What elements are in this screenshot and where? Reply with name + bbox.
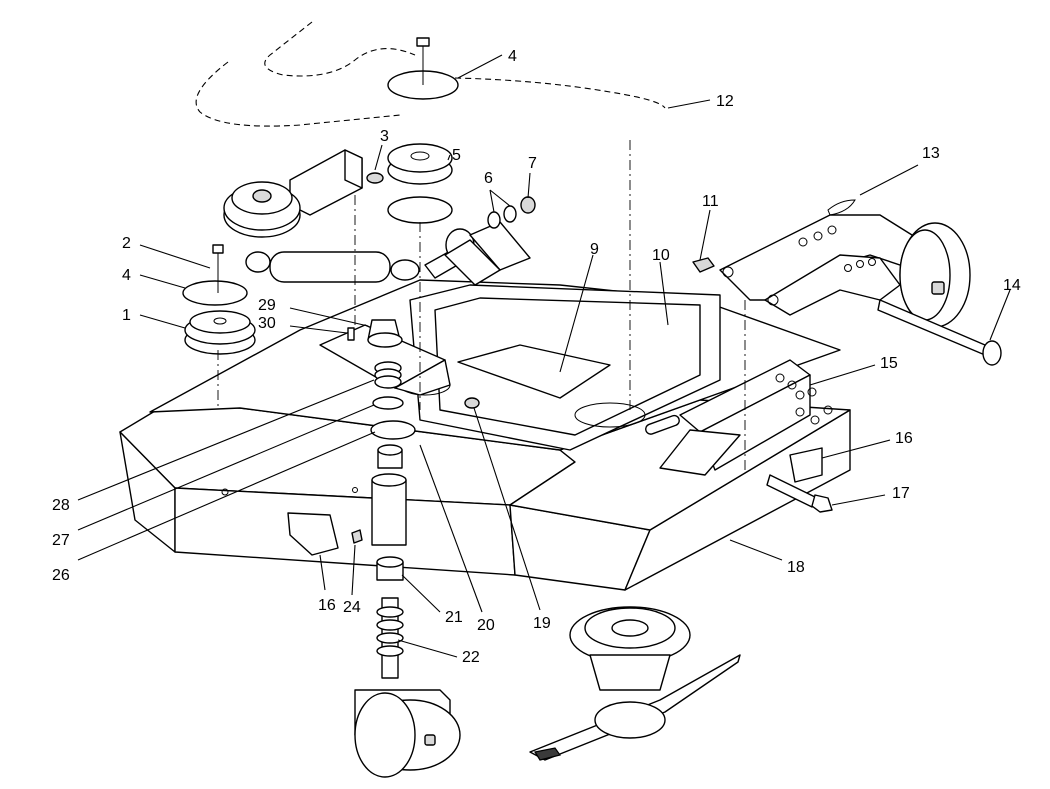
axle-pin-14	[877, 299, 1002, 366]
washer-27	[372, 396, 404, 410]
callout-27: 27	[52, 532, 70, 549]
pulley-1	[184, 310, 256, 355]
nut-19	[464, 397, 480, 409]
bolt-17	[766, 474, 833, 513]
callout-29: 29	[258, 297, 276, 314]
pulley-5	[387, 143, 453, 185]
callout-6: 6	[484, 170, 493, 187]
callout-15: 15	[880, 355, 898, 372]
nut-11	[692, 257, 715, 273]
callout-16-left: 16	[318, 597, 336, 614]
assembly-centerlines	[217, 140, 746, 470]
front-roller-wheel	[899, 222, 971, 328]
bolt-2	[212, 244, 224, 293]
callout-18: 18	[787, 559, 805, 576]
caster-wheel	[354, 692, 461, 778]
cutting-blade	[529, 654, 741, 761]
callout-1: 1	[122, 307, 131, 324]
bushing-21	[376, 556, 404, 581]
washer-4-upper	[387, 37, 459, 100]
hairpin-clip-13	[827, 199, 856, 216]
callout-4-top: 4	[508, 48, 517, 65]
washer-4-lower	[387, 196, 453, 224]
nut-7	[520, 196, 536, 214]
washers-6	[487, 205, 517, 229]
callout-21: 21	[445, 609, 463, 626]
callout-20: 20	[477, 617, 495, 634]
callout-7: 7	[528, 155, 537, 172]
front-pivot-arm	[719, 214, 921, 316]
callout-9: 9	[590, 241, 599, 258]
callout-5: 5	[452, 147, 461, 164]
nut-3	[366, 172, 384, 184]
callout-4-left: 4	[122, 267, 131, 284]
bushing-20	[377, 444, 403, 469]
callout-2: 2	[122, 235, 131, 252]
bolt-30	[347, 327, 355, 341]
caster-spindle-22	[376, 597, 404, 679]
blade-spindle-housing	[569, 606, 691, 691]
leader-lines	[77, 54, 1011, 658]
callout-14: 14	[1003, 277, 1021, 294]
grease-fitting-24	[351, 529, 363, 544]
callout-24: 24	[343, 599, 361, 616]
callout-12: 12	[716, 93, 734, 110]
callout-30: 30	[258, 315, 276, 332]
snap-ring-26	[370, 420, 416, 440]
spring-28	[374, 361, 402, 389]
callout-11: 11	[702, 193, 719, 210]
callout-labels: 1 2 3 4 4 5 6 7 9 10 11 12 13 14 15 16 1…	[52, 48, 1021, 666]
callout-16-right: 16	[895, 430, 913, 447]
callout-10: 10	[652, 247, 670, 264]
caster-sleeve	[371, 473, 407, 546]
callout-3: 3	[380, 128, 389, 145]
callout-28: 28	[52, 497, 70, 514]
callout-17: 17	[892, 485, 910, 502]
drive-belt-path	[195, 21, 666, 127]
callout-13: 13	[922, 145, 940, 162]
idler-arm-assembly	[223, 149, 363, 238]
callout-19: 19	[533, 615, 551, 632]
callout-26: 26	[52, 567, 70, 584]
grease-fitting-29	[367, 319, 403, 348]
washer-4-left	[182, 280, 248, 306]
callout-22: 22	[462, 649, 480, 666]
